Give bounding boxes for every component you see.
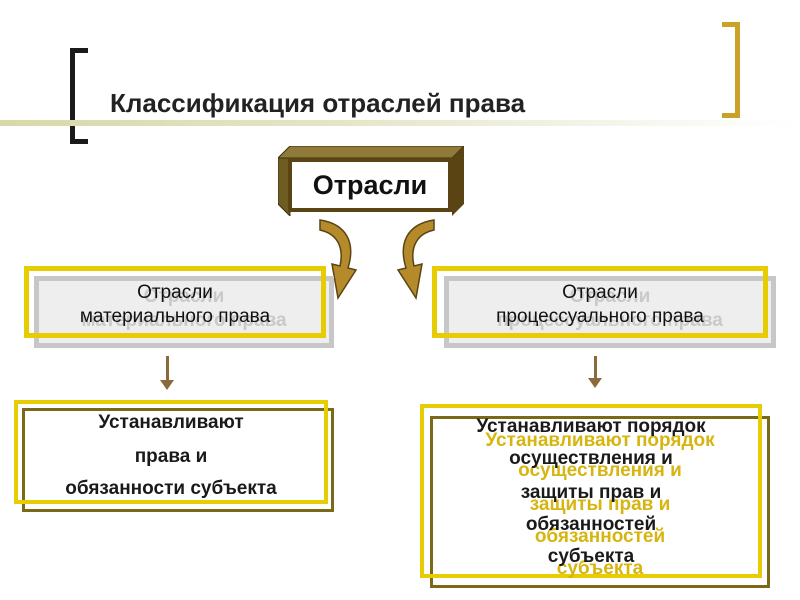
right-result-ghost-line1: Устанавливают порядок [485, 430, 715, 451]
root-label: Отрасли [312, 169, 428, 200]
right-result-ghost-line2: осуществления и [518, 460, 682, 481]
right-down-arrow-shaft [594, 356, 597, 380]
curved-arrow-left-icon [319, 219, 358, 301]
left-branch-box [24, 266, 326, 338]
right-branch-label-line2: процессуального права [496, 306, 704, 327]
right-result-box-frame [430, 416, 770, 588]
root-box-frame [278, 146, 464, 216]
left-branch-ghost-line2: материального права [81, 310, 287, 331]
right-result-line3: защиты прав и [520, 482, 662, 503]
left-result-box [14, 400, 328, 504]
right-result-ghost-line3: защиты прав и [529, 494, 671, 515]
right-result-line1: Устанавливают порядок [476, 416, 706, 437]
left-branch-label-line1: Отрасли [137, 282, 213, 303]
right-result-box [420, 404, 762, 578]
slide-title: Классификация отраслей права [110, 88, 526, 118]
right-down-arrow-head [588, 378, 602, 388]
left-down-arrow-head [160, 380, 174, 390]
right-branch-ghost-line2: процессуального права [497, 310, 723, 331]
left-down-arrow-shaft [166, 356, 169, 382]
right-result-ghost-line4: обязанностей [534, 526, 666, 547]
left-result-line3: обязанности субъекта [65, 478, 277, 499]
left-branch-label-line2: материального права [79, 306, 271, 327]
right-result-line2: осуществления и [509, 448, 673, 469]
left-branch-ghost-line1: Отрасли [143, 286, 225, 307]
title-underline [0, 120, 800, 126]
right-result-ghost-line5: субъекта [556, 558, 644, 579]
right-result-line5: субъекта [547, 546, 635, 567]
right-branch-label-line1: Отрасли [562, 282, 638, 303]
left-bracket-decoration [70, 48, 88, 144]
right-result-line4: обязанностей [525, 514, 657, 535]
right-branch-box [432, 266, 768, 338]
curved-arrow-right-icon [396, 219, 435, 301]
left-result-line2: права и [134, 446, 208, 467]
right-bracket-decoration [722, 22, 740, 118]
left-result-box-frame [22, 408, 334, 512]
left-result-line1: Устанавливают [98, 412, 244, 433]
root-box: Отрасли [288, 158, 452, 212]
right-branch-ghost-line1: Отрасли [569, 286, 651, 307]
